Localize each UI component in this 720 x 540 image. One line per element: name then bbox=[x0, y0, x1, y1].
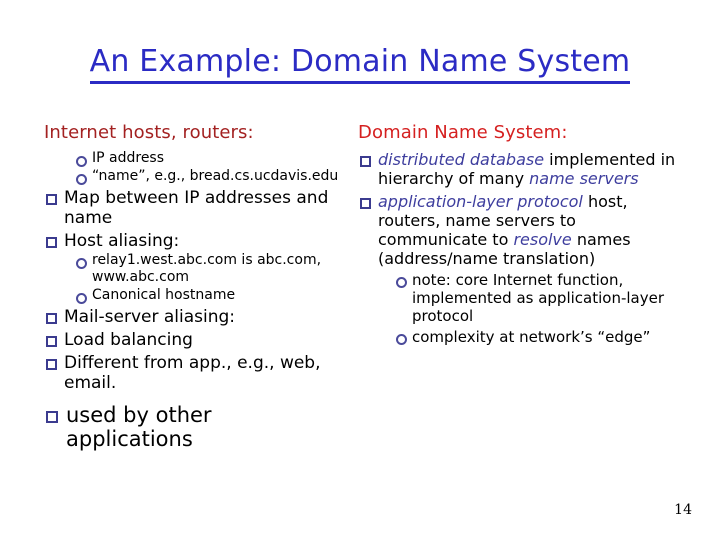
list-item-label: “name”, e.g., bread.cs.ucdavis.edu bbox=[92, 168, 339, 184]
list-item: used by other applications bbox=[44, 403, 344, 451]
list-item-label: Load balancing bbox=[64, 330, 193, 350]
list-item-label: IP address bbox=[92, 150, 165, 166]
list-item: Map between IP addresses and name bbox=[44, 188, 344, 228]
list-item: Host aliasing: bbox=[44, 231, 344, 251]
list-item-label: used by other applications bbox=[66, 403, 212, 451]
list-item-label: relay1.west.abc.com is abc.com, www.abc.… bbox=[92, 252, 322, 285]
left-column: Internet hosts, routers: IP address “name… bbox=[44, 122, 344, 451]
page-title-text: An Example: Domain Name System bbox=[89, 44, 631, 84]
list-item-label: Map between IP addresses and name bbox=[64, 188, 329, 228]
emphasis-text: resolve bbox=[513, 230, 572, 249]
plain-text: implemented in hierarchy of many bbox=[378, 150, 676, 188]
right-bullet-list: distributed database implemented in hier… bbox=[358, 150, 678, 346]
list-item: relay1.west.abc.com is abc.com, www.abc.… bbox=[74, 252, 344, 286]
emphasis-text: name servers bbox=[529, 169, 639, 188]
page-title: An Example: Domain Name System bbox=[0, 44, 720, 84]
left-bullet-list: IP address “name”, e.g., bread.cs.ucdavis… bbox=[44, 150, 344, 451]
list-item: Load balancing bbox=[44, 330, 344, 350]
plain-text: complexity at network’s “edge” bbox=[412, 328, 651, 346]
list-item: Mail-server aliasing: bbox=[44, 307, 344, 327]
emphasis-text: distributed database bbox=[378, 150, 545, 169]
list-item-label: application-layer protocol host, routers… bbox=[378, 192, 678, 268]
list-item: note: core Internet function, implemente… bbox=[394, 271, 678, 325]
plain-text: note: core Internet function, implemente… bbox=[412, 271, 665, 325]
list-item-label: complexity at network’s “edge” bbox=[412, 328, 678, 346]
list-item-label: Canonical hostname bbox=[92, 287, 236, 303]
list-item-label: note: core Internet function, implemente… bbox=[412, 271, 678, 325]
list-item: complexity at network’s “edge” bbox=[394, 328, 678, 346]
emphasis-text: application-layer protocol bbox=[378, 192, 583, 211]
list-item: “name”, e.g., bread.cs.ucdavis.edu bbox=[74, 168, 344, 185]
list-item-label: distributed database implemented in hier… bbox=[378, 150, 678, 188]
page-number: 14 bbox=[674, 502, 692, 518]
list-item-label: Host aliasing: bbox=[64, 231, 180, 251]
right-column-heading: Domain Name System: bbox=[358, 122, 568, 143]
left-column-heading: Internet hosts, routers: bbox=[44, 122, 254, 143]
list-item-label: Different from app., e.g., web, email. bbox=[64, 353, 321, 393]
list-item-label: Mail-server aliasing: bbox=[64, 307, 236, 327]
list-item: Different from app., e.g., web, email. bbox=[44, 353, 344, 393]
plain-text: host, routers, name servers to communica… bbox=[378, 192, 628, 249]
list-item: IP address bbox=[74, 150, 344, 167]
list-item: Canonical hostname bbox=[74, 287, 344, 304]
right-column: Domain Name System: distributed database… bbox=[358, 122, 678, 346]
plain-text: names (address/name translation) bbox=[378, 230, 631, 268]
list-item: application-layer protocol host, routers… bbox=[358, 192, 678, 268]
list-item: distributed database implemented in hier… bbox=[358, 150, 678, 188]
